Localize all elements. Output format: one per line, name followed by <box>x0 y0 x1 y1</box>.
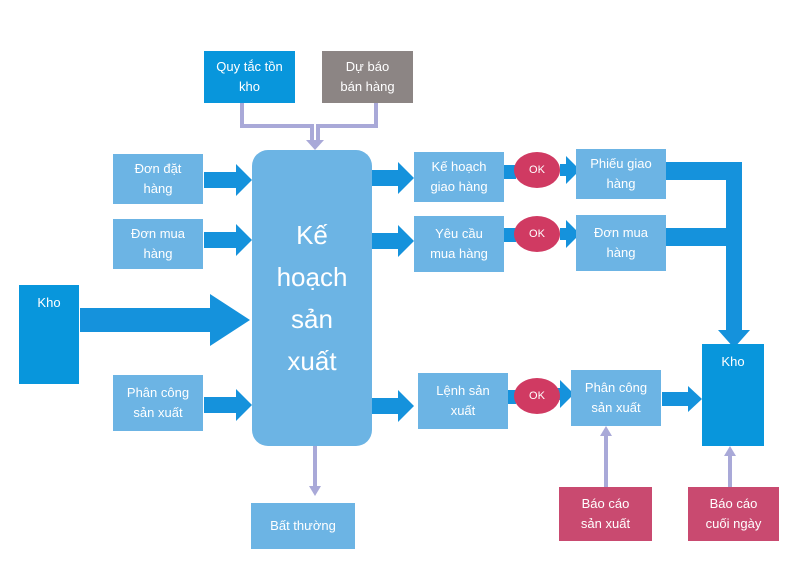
ok-badge-purchase: OK <box>514 216 560 252</box>
end-of-day-report-box: Báo cáo cuối ngày <box>688 487 779 541</box>
purchase-request-box: Yêu cầu mua hàng <box>414 216 504 272</box>
connector-sales-forecast <box>316 103 378 140</box>
arrow-plan-to-ok <box>504 165 516 179</box>
sales-order-box: Đơn đặt hàng <box>113 154 203 204</box>
arrow-ok-to-delivery-note <box>560 156 580 184</box>
arrow-delivery-plan <box>372 162 414 194</box>
connector-head-anomaly <box>309 486 321 496</box>
arrow-production-assignment <box>204 389 252 421</box>
arrow-ok-to-purchase-order <box>560 220 580 248</box>
arrow-sales-order <box>204 164 252 196</box>
ok-badge-delivery: OK <box>514 152 560 188</box>
production-order-box: Lệnh sản xuất <box>418 373 508 429</box>
connector-head-end-of-day-report <box>724 446 736 456</box>
sales-forecast-box: Dự báo bán hàng <box>322 51 413 103</box>
production-assignment-result-box: Phân công sản xuất <box>571 370 661 426</box>
connector-head-center-top <box>306 140 324 150</box>
warehouse-left-box: Kho <box>19 285 79 384</box>
arrow-production-assignment-to-warehouse <box>662 386 702 412</box>
arrow-purchase-order-to-warehouse <box>666 228 728 246</box>
delivery-note-box: Phiếu giao hàng <box>576 149 666 199</box>
production-assignment-input-box: Phân công sản xuất <box>113 375 203 431</box>
arrow-purchase-order <box>204 224 252 256</box>
production-report-box: Báo cáo sản xuất <box>559 487 652 541</box>
arrow-purchase-request <box>372 225 414 257</box>
arrow-production-order <box>372 390 414 422</box>
arrow-ok-to-production-assignment <box>554 380 574 408</box>
purchase-order-box: Đơn mua hàng <box>113 219 203 269</box>
arrow-request-to-ok <box>504 228 516 242</box>
production-plan-block: Kế hoạch sản xuất <box>252 150 372 446</box>
connector-head-production-report <box>600 426 612 436</box>
ok-badge-production: OK <box>514 378 560 414</box>
delivery-plan-box: Kế hoạch giao hàng <box>414 152 504 202</box>
purchase-order-result-box: Đơn mua hàng <box>576 215 666 271</box>
arrow-warehouse-left <box>80 294 250 346</box>
arrow-delivery-note-to-warehouse <box>666 162 750 348</box>
connector-inventory-rules <box>240 103 314 140</box>
anomaly-box: Bất thường <box>251 503 355 549</box>
inventory-rules-box: Quy tắc tồn kho <box>204 51 295 103</box>
warehouse-right-box: Kho <box>702 344 764 446</box>
